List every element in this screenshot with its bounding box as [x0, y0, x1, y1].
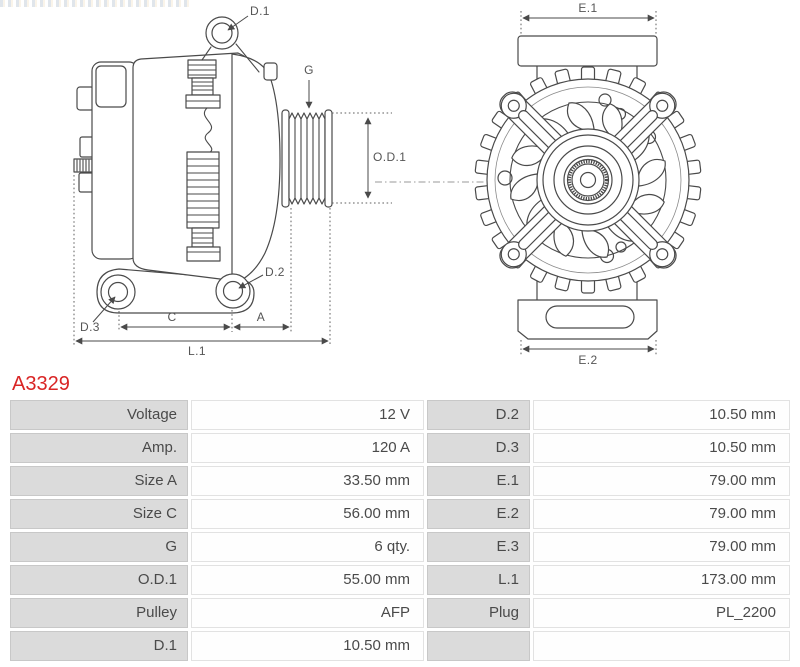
- spec-value-cell: 173.00 mm: [533, 565, 790, 595]
- table-row: D.1 10.50 mm: [10, 631, 790, 661]
- part-number: A3329: [12, 373, 70, 395]
- spec-value-cell: 56.00 mm: [191, 499, 424, 529]
- spec-value-cell: [533, 631, 790, 661]
- dim-label-d2: D.2: [265, 265, 285, 279]
- front-view-dimensions: E.1 E.2: [520, 1, 657, 367]
- spec-value-cell: AFP: [191, 598, 424, 628]
- spec-label-cell: D.2: [427, 400, 530, 430]
- table-row: Size A 33.50 mm E.1 79.00 mm: [10, 466, 790, 496]
- spec-label-cell: G: [10, 532, 188, 562]
- spec-label-cell: [427, 631, 530, 661]
- spec-value-cell: 12 V: [191, 400, 424, 430]
- dim-label-e2: E.2: [578, 353, 597, 367]
- rear-terminals: [73, 86, 95, 193]
- lamination-stacks: [185, 59, 221, 262]
- spec-value-cell: 79.00 mm: [533, 499, 790, 529]
- rear-housing-step: [95, 65, 127, 108]
- front-bracket: [231, 53, 281, 282]
- pulley-grooves: [294, 118, 320, 199]
- table-row: Pulley AFP Plug PL_2200: [10, 598, 790, 628]
- technical-drawings: D.1 G O.D.1 D.2 D.3 C A L.1: [0, 0, 702, 367]
- spec-value-cell: 33.50 mm: [191, 466, 424, 496]
- dim-label-g: G: [304, 63, 314, 77]
- shaft-contour: [204, 107, 213, 154]
- spec-value-cell: 120 A: [191, 433, 424, 463]
- table-row: Amp. 120 A D.3 10.50 mm: [10, 433, 790, 463]
- spec-label-cell: E.3: [427, 532, 530, 562]
- spec-value-cell: 10.50 mm: [533, 400, 790, 430]
- spec-label-cell: E.1: [427, 466, 530, 496]
- table-row: O.D.1 55.00 mm L.1 173.00 mm: [10, 565, 790, 595]
- connector-ribs: [76, 159, 90, 172]
- dim-label-d1: D.1: [250, 4, 270, 18]
- bracket-tab: [263, 62, 278, 81]
- table-row: Voltage 12 V D.2 10.50 mm: [10, 400, 790, 430]
- dim-label-d3: D.3: [80, 320, 100, 334]
- spec-value-cell: 10.50 mm: [191, 631, 424, 661]
- leader-d2: [238, 274, 264, 289]
- spec-label-cell: E.2: [427, 499, 530, 529]
- foot-slot: [545, 305, 635, 329]
- leader-d1: [227, 15, 249, 31]
- spec-label-cell: Size C: [10, 499, 188, 529]
- spec-label-cell: O.D.1: [10, 565, 188, 595]
- dim-label-od1: O.D.1: [373, 150, 406, 164]
- table-row: G 6 qty. E.3 79.00 mm: [10, 532, 790, 562]
- spec-value-cell: 79.00 mm: [533, 532, 790, 562]
- dim-label-c: C: [167, 310, 176, 324]
- spec-value-cell: 10.50 mm: [533, 433, 790, 463]
- spec-label-cell: D.1: [10, 631, 188, 661]
- spec-label-cell: Voltage: [10, 400, 188, 430]
- mounting-strap: [96, 268, 255, 314]
- alternator-face: [474, 66, 702, 294]
- dim-label-a: A: [257, 310, 265, 324]
- spec-label-cell: Amp.: [10, 433, 188, 463]
- spec-label-cell: Pulley: [10, 598, 188, 628]
- spec-label-cell: Plug: [427, 598, 530, 628]
- spec-value-cell: PL_2200: [533, 598, 790, 628]
- side-view-dimensions: D.1 G O.D.1 D.2 D.3 C A L.1: [73, 4, 504, 358]
- hub: [536, 128, 640, 232]
- watermark-fragment: [0, 0, 192, 7]
- spec-value-cell: 6 qty.: [191, 532, 424, 562]
- spline-teeth: [568, 160, 608, 200]
- shaft-hole: [579, 171, 597, 189]
- fan-rim: [509, 101, 667, 259]
- side-view-diagram: D.1 G O.D.1 D.2 D.3 C A L.1: [73, 4, 504, 358]
- front-view-diagram: E.1 E.2: [474, 1, 702, 367]
- spec-label-cell: L.1: [427, 565, 530, 595]
- dim-label-e1: E.1: [578, 1, 597, 15]
- spec-value-cell: 55.00 mm: [191, 565, 424, 595]
- spec-table: Voltage 12 V D.2 10.50 mm Amp. 120 A D.3…: [10, 400, 790, 661]
- spec-label-cell: D.3: [427, 433, 530, 463]
- spec-label-cell: Size A: [10, 466, 188, 496]
- spec-value-cell: 79.00 mm: [533, 466, 790, 496]
- dim-label-l1: L.1: [188, 344, 206, 358]
- table-row: Size C 56.00 mm E.2 79.00 mm: [10, 499, 790, 529]
- leader-d3: [92, 296, 116, 323]
- pulley: [281, 109, 333, 208]
- alternator-diagram-svg: D.1 G O.D.1 D.2 D.3 C A L.1: [73, 1, 702, 367]
